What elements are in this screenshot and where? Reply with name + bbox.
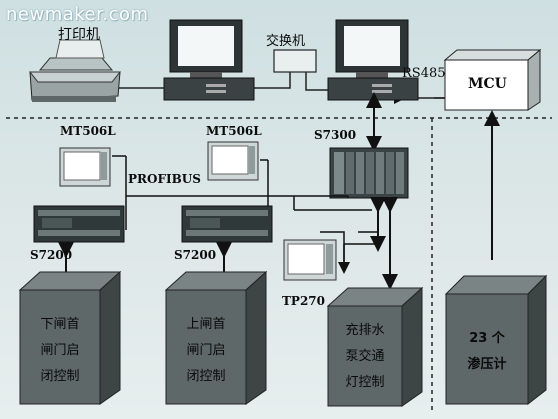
computer-icon: [327, 19, 419, 101]
s7200-plc-icon: [181, 205, 273, 243]
box-line: 闸门启: [186, 343, 226, 358]
lower-gate-block: [18, 270, 122, 405]
upper-gate-text: 上闸首 闸门启 闭控制: [174, 312, 238, 390]
piezometer-block: [444, 274, 548, 406]
mt506l-label-1: MT506L: [60, 124, 116, 138]
network-line-right: [305, 70, 330, 91]
upper-gate-block: [164, 270, 268, 405]
s7200-label-2: S7200: [174, 248, 217, 262]
box-line: 闭控制: [40, 369, 80, 384]
mt506l-label-2: MT506L: [206, 124, 262, 138]
pump-text: 充排水 泵交通 灯控制: [332, 318, 398, 396]
box-line: 泵交通: [345, 349, 385, 364]
mcu-box: [443, 48, 542, 111]
piezometer-text: 23 个 渗压计: [452, 326, 522, 378]
box-line: 23 个: [469, 331, 505, 346]
box-line: 闸门启: [40, 343, 80, 358]
box-line: 灯控制: [345, 375, 385, 390]
box-line: 渗压计: [467, 357, 507, 372]
s7200-plc-icon: [33, 205, 125, 243]
printer-label: 打印机: [58, 27, 100, 43]
switch-icon: [273, 49, 317, 73]
s7300-label: S7300: [314, 128, 357, 142]
watermark: newmaker.com: [6, 4, 149, 25]
s7300-plc-icon: [329, 147, 409, 199]
mcu-label: MCU: [468, 76, 507, 92]
tp270-label: TP270: [282, 294, 326, 308]
computer-icon: [163, 19, 255, 101]
switch-label: 交换机: [266, 34, 306, 49]
profibus-label: PROFIBUS: [128, 172, 201, 186]
pump-block: [326, 286, 424, 407]
box-line: 充排水: [345, 323, 385, 338]
box-line: 闭控制: [186, 369, 226, 384]
box-line: 下闸首: [40, 317, 80, 332]
hmi-panel-icon: [59, 147, 111, 187]
rs485-label: RS485: [402, 66, 446, 81]
tp270-panel-icon: [283, 239, 337, 281]
printer-icon: [28, 39, 122, 102]
box-line: 上闸首: [186, 317, 226, 332]
hmi-panel-icon: [207, 141, 259, 181]
lower-gate-text: 下闸首 闸门启 闭控制: [28, 312, 92, 390]
s7200-label-1: S7200: [30, 248, 73, 262]
